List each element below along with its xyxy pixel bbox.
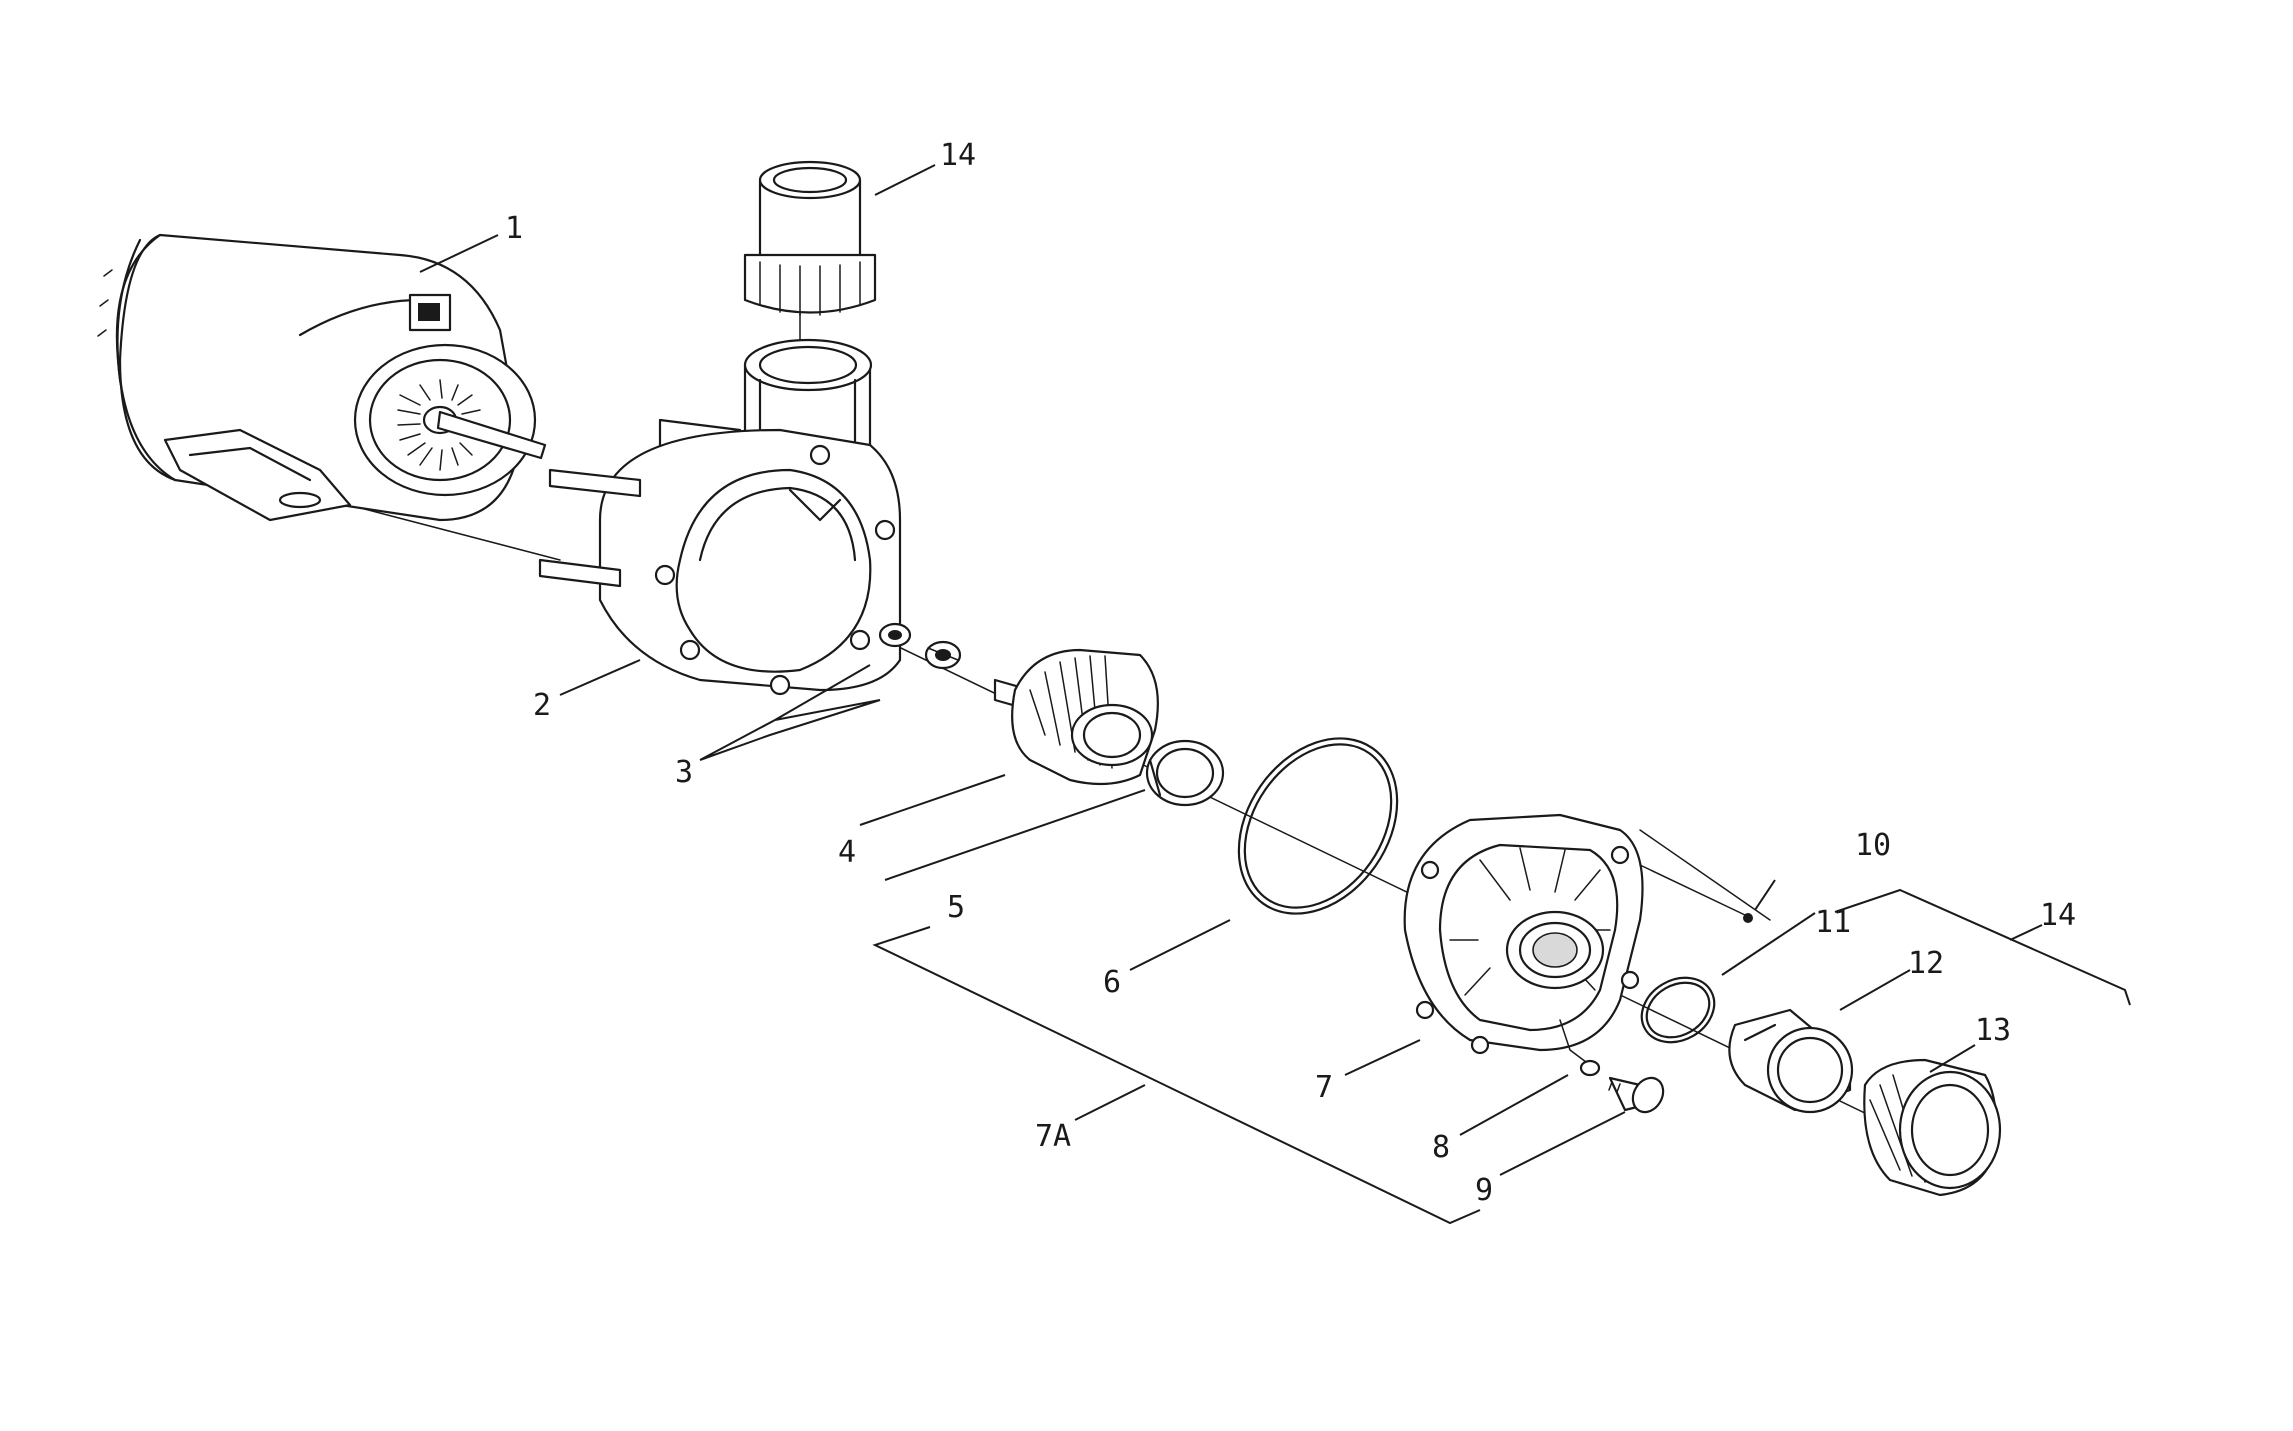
callout-6: 6 [1103,965,1121,1000]
callout-10: 10 [1855,828,1891,863]
pump-housing [538,338,902,696]
callout-7a: 7A [1035,1119,1071,1154]
callout-14-right: 14 [2040,898,2076,933]
volute [1403,813,1644,1055]
callout-7: 7 [1315,1070,1333,1105]
union-nut [1863,1058,2002,1197]
callout-3: 3 [675,755,693,790]
motor [97,233,547,522]
volute-screw [1639,864,1753,923]
callout-11: 11 [1815,905,1851,940]
union-o-ring [1640,976,1716,1044]
callout-8: 8 [1432,1130,1450,1165]
callout-labels: 1 2 3 4 5 6 7 7A 8 9 10 11 12 13 14 14 [505,138,2076,1208]
tailpiece [1728,1008,1854,1114]
leader-lines [419,164,2131,1225]
top-union-nut [743,160,877,316]
wear-ring [1145,739,1225,807]
callout-13: 13 [1975,1013,2011,1048]
shaft-seal [878,622,962,670]
callout-12: 12 [1908,946,1944,981]
callout-5: 5 [947,890,965,925]
callout-2: 2 [533,688,551,723]
housing-o-ring [1237,737,1399,915]
callout-9: 9 [1475,1173,1493,1208]
impeller [993,648,1159,786]
callout-1: 1 [505,211,523,246]
callout-14-top: 14 [940,138,976,173]
callout-4: 4 [838,835,856,870]
drain-plug [1559,1019,1665,1114]
